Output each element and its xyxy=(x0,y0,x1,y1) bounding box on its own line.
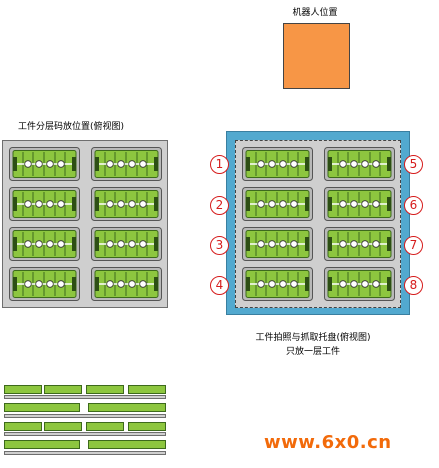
layer-top-part xyxy=(91,227,162,261)
stacked-part xyxy=(128,385,166,394)
robot-position-label: 机器人位置 xyxy=(292,8,338,18)
stacked-part xyxy=(88,403,166,412)
stacked-part xyxy=(4,422,42,431)
stacked-part xyxy=(4,385,42,394)
separator-sheet xyxy=(4,451,166,455)
separator-sheet xyxy=(4,432,166,436)
layer-top-part xyxy=(9,227,80,261)
layer-top-part xyxy=(9,147,80,181)
stacked-part xyxy=(88,440,166,449)
tray-label-line1: 工件拍照与抓取托盘(俯视图) xyxy=(255,333,371,343)
position-number-4: 4 xyxy=(210,276,229,295)
tray-part xyxy=(324,267,395,301)
watermark: www.6x0.cn xyxy=(264,432,392,453)
robot-position-box xyxy=(283,23,350,89)
layer-top-part xyxy=(91,147,162,181)
position-number-2: 2 xyxy=(210,196,229,215)
stacked-part xyxy=(44,422,82,431)
stacked-part xyxy=(86,385,124,394)
tray-part xyxy=(242,147,313,181)
stacked-part xyxy=(86,422,124,431)
layer-top-part xyxy=(91,267,162,301)
layer-top-view-label: 工件分层码放位置(俯视图) xyxy=(18,122,125,132)
tray-part xyxy=(324,147,395,181)
position-number-7: 7 xyxy=(404,236,423,255)
position-number-1: 1 xyxy=(210,155,229,174)
tray-part xyxy=(242,227,313,261)
position-number-3: 3 xyxy=(210,236,229,255)
tray-part xyxy=(324,227,395,261)
separator-sheet xyxy=(4,414,166,418)
position-number-6: 6 xyxy=(404,196,423,215)
position-number-8: 8 xyxy=(404,276,423,295)
stacked-part xyxy=(4,403,80,412)
position-number-5: 5 xyxy=(404,155,423,174)
layer-top-part xyxy=(9,187,80,221)
layer-top-part xyxy=(91,187,162,221)
layer-top-part xyxy=(9,267,80,301)
layer-side-view xyxy=(2,383,168,463)
tray-label-line2: 只放一层工件 xyxy=(285,347,340,357)
tray-part xyxy=(242,267,313,301)
stacked-part xyxy=(4,440,80,449)
stacked-part xyxy=(128,422,166,431)
tray-part xyxy=(324,187,395,221)
tray-part xyxy=(242,187,313,221)
stacked-part xyxy=(44,385,82,394)
separator-sheet xyxy=(4,395,166,399)
